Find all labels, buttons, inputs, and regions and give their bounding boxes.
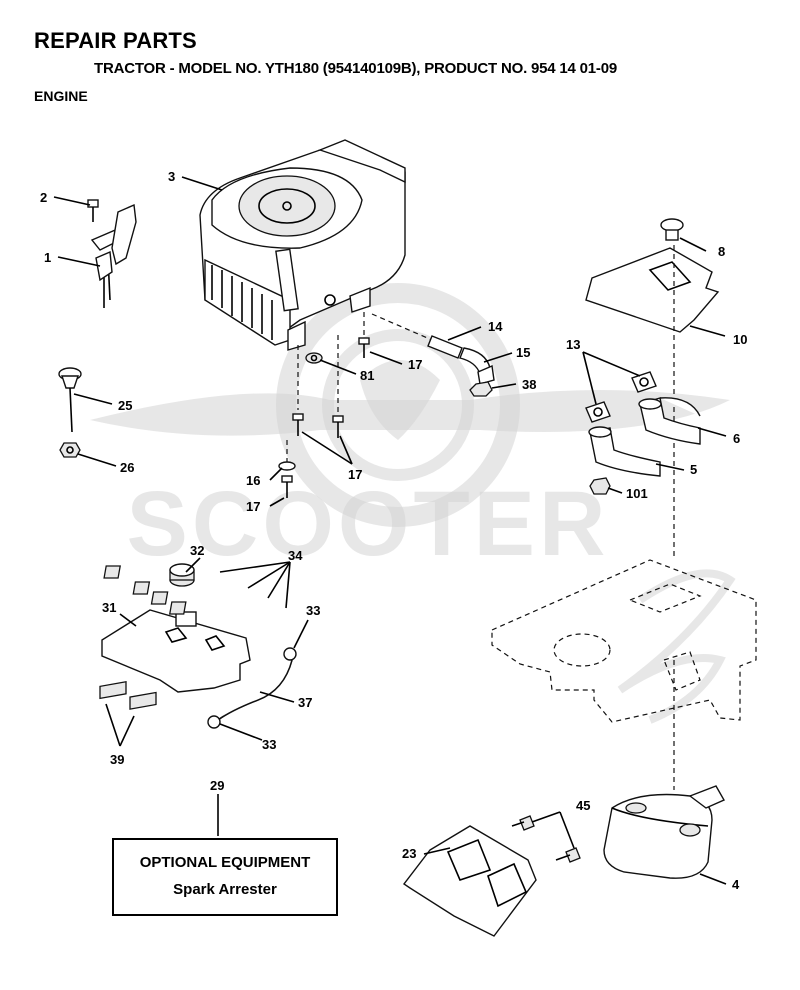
scooter-wheel-logo-icon: [90, 283, 730, 527]
callout-17-a: 17: [408, 357, 422, 372]
leader-lines: [53, 176, 727, 885]
callout-17-b: 17: [348, 467, 362, 482]
callout-8: 8: [718, 244, 725, 259]
air-cleaner-cover-part-31: [101, 609, 251, 693]
callout-5: 5: [690, 462, 697, 477]
callout-6: 6: [733, 431, 740, 446]
screws-part-45: [511, 815, 581, 863]
knob-part-8: [660, 218, 684, 241]
watermark-text: SCOOTER: [127, 473, 610, 575]
callout-101: 101: [626, 486, 648, 501]
callout-3: 3: [168, 169, 175, 184]
page-title: REPAIR PARTS: [34, 28, 197, 53]
callout-14: 14: [488, 319, 503, 334]
heat-shield-part-10: [585, 245, 720, 560]
section-heading: ENGINE: [34, 88, 88, 104]
callout-45: 45: [576, 798, 590, 813]
foam-pads-part-39: [99, 681, 157, 710]
engine-fan-screen: [238, 175, 336, 237]
callout-33-b: 33: [262, 737, 276, 752]
muffler-part-4: [603, 785, 725, 879]
callout-1: 1: [44, 250, 51, 265]
oil-drain-pipe: [371, 313, 495, 397]
exhaust-gaskets-part-13: [585, 371, 657, 423]
watermark: SCOOTER: [90, 283, 736, 724]
callout-26: 26: [120, 460, 134, 475]
callout-17-c: 17: [246, 499, 260, 514]
callout-33-a: 33: [306, 603, 320, 618]
spark-arrester-part-23: [402, 825, 537, 937]
foam-pads-part-34: [103, 565, 187, 615]
hose-part-37: [217, 659, 293, 721]
screw-part-2: [87, 199, 99, 222]
throttle-control-assembly: [90, 203, 137, 308]
engine-block: [199, 139, 406, 351]
callout-25: 25: [118, 398, 132, 413]
callout-16: 16: [246, 473, 260, 488]
optional-equipment-item: Spark Arrester: [173, 881, 277, 898]
callout-37: 37: [298, 695, 312, 710]
callout-13: 13: [566, 337, 580, 352]
callout-2: 2: [40, 190, 47, 205]
callout-15: 15: [516, 345, 530, 360]
tractor-frame: [491, 559, 757, 790]
callout-31: 31: [102, 600, 116, 615]
mounting-bolts: [278, 312, 370, 498]
callout-29: 29: [210, 778, 224, 793]
callout-34: 34: [288, 548, 303, 563]
exhaust-pipe-part-5: [588, 426, 661, 477]
model-subtitle: TRACTOR - MODEL NO. YTH180 (954140109B),…: [94, 60, 618, 77]
callout-38: 38: [522, 377, 536, 392]
optional-equipment-box: OPTIONAL EQUIPMENT Spark Arrester: [112, 838, 338, 916]
optional-equipment-heading: OPTIONAL EQUIPMENT: [139, 854, 311, 871]
engine-cooling-fins: [211, 265, 273, 340]
washer-part-81: [305, 352, 323, 364]
nut-part-101: [589, 477, 611, 495]
knob-part-32: [169, 563, 195, 587]
callout-81: 81: [360, 368, 374, 383]
exhaust-pipe-part-6: [638, 397, 701, 445]
callout-4: 4: [732, 877, 740, 892]
callout-32: 32: [190, 543, 204, 558]
callout-numbers: 2 1 3 8 10 14 15 38 17 81 13 6 5 101 25 …: [40, 169, 747, 892]
clamps-part-33: [207, 647, 297, 729]
callout-23: 23: [402, 846, 416, 861]
watermark-signature: [617, 569, 736, 724]
callout-39: 39: [110, 752, 124, 767]
choke-knob-part-25: [58, 367, 82, 433]
nut-part-26: [59, 442, 81, 458]
callout-10: 10: [733, 332, 747, 347]
